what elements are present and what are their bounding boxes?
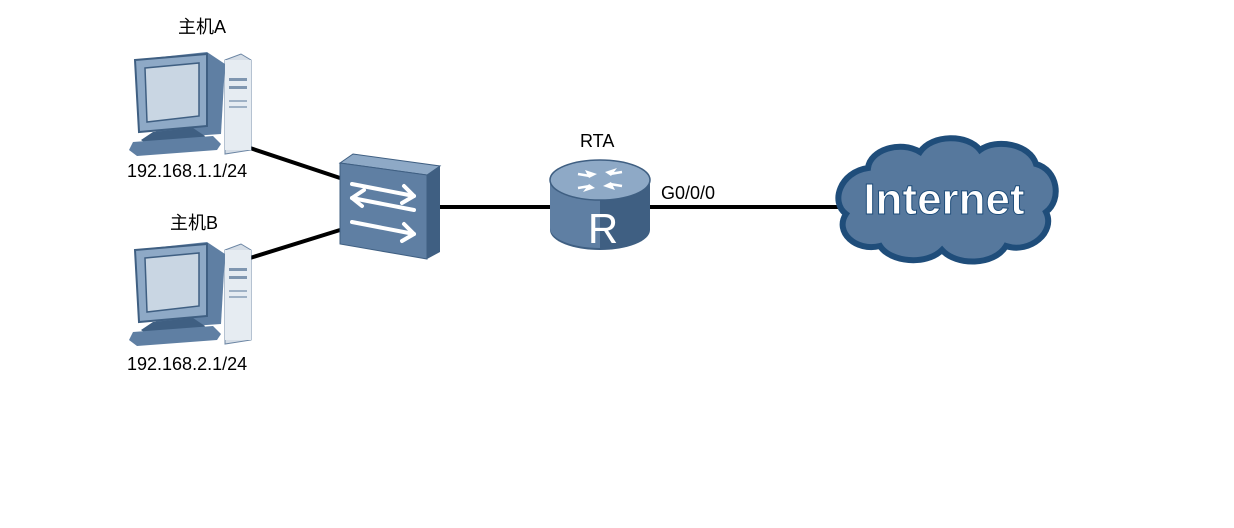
host-a-pc-icon[interactable] — [129, 52, 252, 156]
router-name: RTA — [580, 131, 615, 151]
links — [249, 146, 842, 260]
cloud-icon[interactable]: Internet — [835, 135, 1059, 265]
router-port-label: G0/0/0 — [661, 183, 716, 203]
switch-icon[interactable] — [338, 153, 442, 260]
router-glyph: R — [588, 205, 618, 252]
cloud-label: Internet — [863, 175, 1025, 224]
host-b-pc-icon[interactable] — [129, 242, 252, 346]
router-icon[interactable]: R — [549, 159, 651, 252]
link-host-a-switch — [249, 146, 341, 180]
host-a-name: 主机A — [178, 17, 227, 37]
host-b-ip-address: 192.168.2.1/24 — [127, 354, 248, 374]
host-a-ip-address: 192.168.1.1/24 — [127, 161, 248, 181]
link-host-b-switch — [249, 228, 341, 260]
host-b-name: 主机B — [170, 213, 219, 233]
